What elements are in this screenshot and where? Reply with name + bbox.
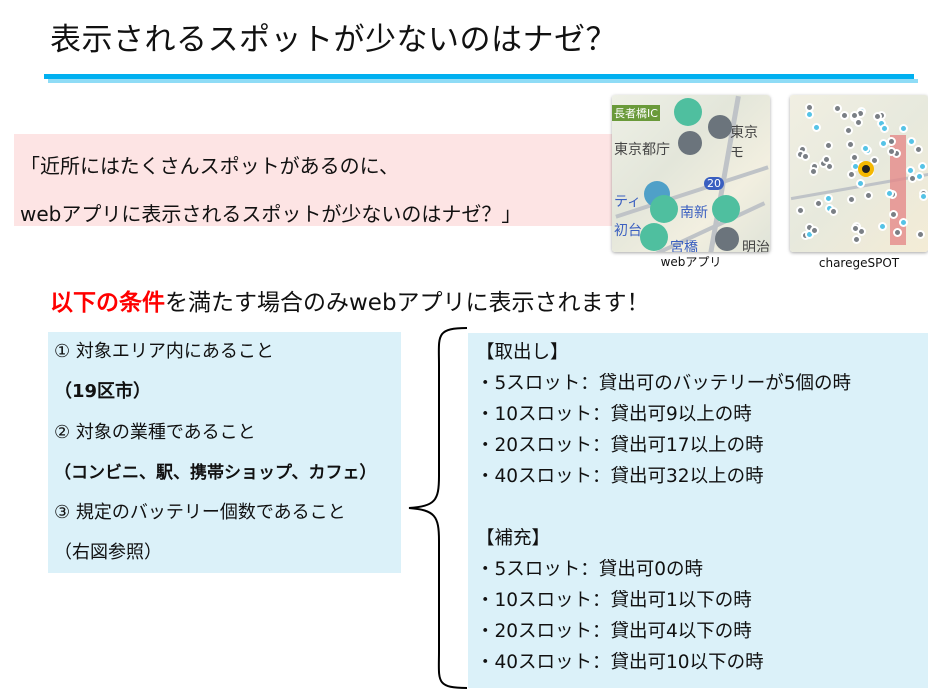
spot-pin-icon [860,144,870,154]
spot-pin-icon [853,117,863,127]
spot-pin-icon [914,145,924,155]
condition-heading-rest: を満たす場合のみwebアプリに表示されます！ [165,290,650,316]
spot-pin-icon [801,151,811,161]
takeout-title: 【取出し】 [476,342,569,363]
refill-rule: ・5スロット：貸出可0の時 [476,559,704,580]
condition-heading-highlight: 以下の条件 [50,290,165,316]
spot-pin-icon [839,110,849,120]
spot-pin-icon [808,166,818,176]
spot-pin-icon [805,109,815,119]
spot-pin-icon [849,152,859,162]
spot-pin-icon [907,137,917,147]
school-pin-icon [708,115,732,139]
spot-pin-icon [864,191,874,201]
map-label: 明治 [742,240,770,252]
takeout-rule: ・10スロット：貸出可9以上の時 [476,404,752,425]
spot-pin-icon [884,189,894,199]
condition-heading: 以下の条件を満たす場合のみwebアプリに表示されます！ [50,283,650,317]
condition-note: （右図参照） [54,542,162,564]
spot-pin-icon [846,169,856,179]
spot-pin-icon [918,162,928,172]
spot-pin-icon [893,228,903,238]
condition-note: （19区市） [54,381,152,403]
spot-pin-icon [850,110,860,120]
spot-pin-icon [878,139,888,149]
takeout-rule: ・5スロット：貸出可のバッテリーが5個の時 [476,373,852,394]
shrine-pin-icon [715,227,739,251]
map-label: ティ [614,194,642,210]
spot-pin-icon [833,104,842,114]
web-app-map-caption: webアプリ [660,255,722,269]
battery-pin-icon [712,195,740,223]
battery-pin-icon [674,98,702,126]
spot-pin-icon [814,198,824,208]
spot-pin-icon [870,156,880,166]
quote-box: 「近所にはたくさんスポットがあるのに、 webアプリに表示されるスポットが少ない… [14,134,612,226]
refill-title: 【補充】 [476,528,551,549]
spot-pin-icon [850,223,860,233]
map-label: 初台 [614,223,642,239]
spot-pin-icon [918,192,928,202]
spot-pin-icon [821,155,831,165]
page-title: 表示されるスポットが少ないのはナゼ？ [50,22,617,58]
battery-rules-box: 【取出し】 ・5スロット：貸出可のバッテリーが5個の時 ・10スロット：貸出可9… [468,333,928,688]
battery-pin-icon [640,223,668,251]
spot-pin-icon [796,205,806,215]
map-label: 東京モ [730,125,758,161]
spot-pin-icon [856,178,866,188]
spot-pin-icon [879,123,889,133]
spot-pin-icon [877,221,887,231]
map-label: 長者橋IC [612,105,660,121]
spot-pin-icon [812,123,822,133]
spot-pin-icon [887,137,897,147]
web-app-map-image: 長者橋IC 東京都庁 東京モ 南新 初台 宮橋 明治 ティ 20 [612,95,770,252]
condition-item: ① 対象エリア内にあること [54,341,274,362]
spot-pin-icon [888,209,898,219]
refill-rule: ・10スロット：貸出可1以下の時 [476,590,752,611]
refill-rule: ・40スロット：貸出可10以下の時 [476,652,764,673]
map-label: 20 [704,177,724,190]
spacer [476,494,928,525]
spot-pin-icon [828,207,838,217]
spot-pin-icon [916,229,926,239]
refill-rule: ・20スロット：貸出可4以下の時 [476,621,752,642]
location-pin-icon [678,131,702,155]
spot-pin-icon [823,141,833,151]
current-location-icon [858,161,874,177]
spot-pin-icon [898,218,908,228]
conditions-box: ① 対象エリア内にあること （19区市） ② 対象の業種であること （コンビニ、… [48,332,401,573]
curly-brace [408,327,468,689]
takeout-rule: ・20スロット：貸出可17以上の時 [476,435,764,456]
spot-pin-icon [824,194,834,204]
spot-pin-icon [914,172,924,182]
map-label: 東京都庁 [614,142,670,158]
title-underline [44,74,914,79]
condition-item: ② 対象の業種であること [54,421,256,443]
map-label: 宮橋 [670,240,698,252]
spot-pin-icon [846,195,856,205]
charegespot-map-image [790,95,928,252]
spot-pin-icon [898,123,908,133]
map-label: 南新 [680,205,708,221]
condition-note: （コンビニ、駅、携帯ショップ、カフェ） [54,462,377,483]
takeout-rule: ・40スロット：貸出可32以上の時 [476,466,764,487]
spot-pin-icon [873,112,882,122]
spot-pin-icon [846,139,856,149]
spot-pin-icon [905,165,915,175]
title-underline-shadow [48,79,918,83]
battery-pin-icon [650,195,678,223]
quote-line-2: webアプリに表示されるスポットが少ないのはナゼ？」 [20,202,522,226]
charegespot-map-caption: charegeSPOT [818,256,900,270]
spot-pin-icon [843,125,853,135]
spot-pin-icon [887,147,897,157]
condition-item: ③ 規定のバッテリー個数であること [54,502,346,524]
spot-pin-icon [810,225,820,235]
quote-line-1: 「近所にはたくさんスポットがあるのに、 [20,154,399,178]
spot-pin-icon [852,235,862,245]
